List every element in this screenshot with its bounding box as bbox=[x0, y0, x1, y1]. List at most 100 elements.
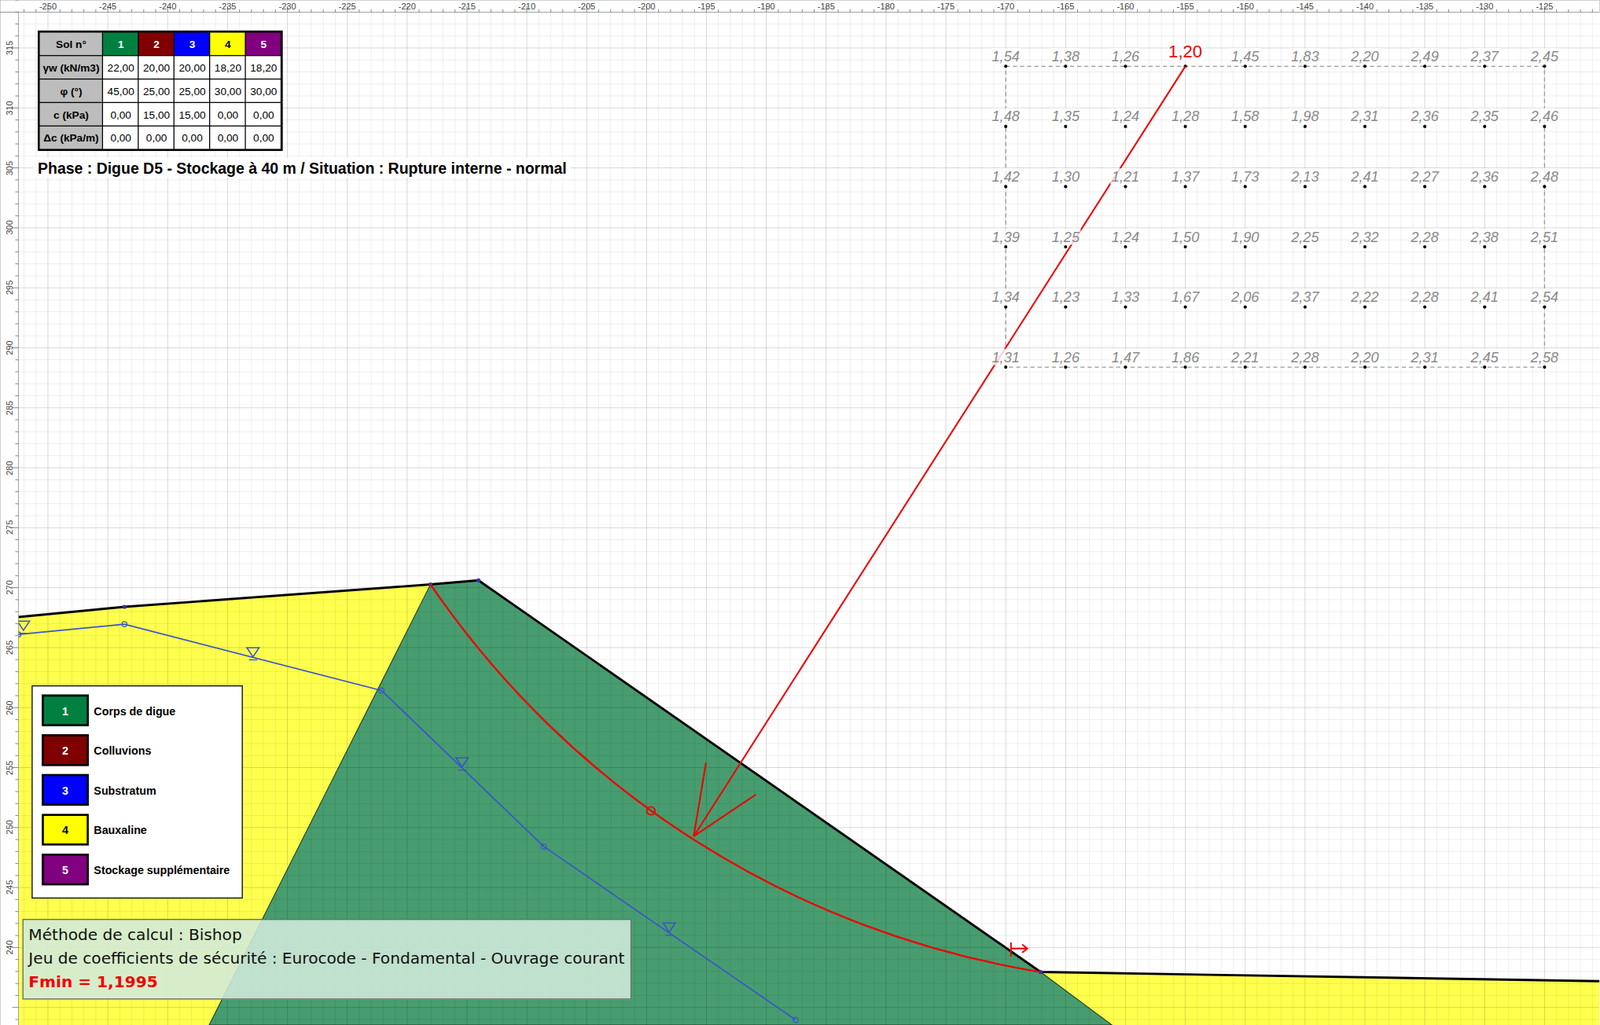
grid-center-dot bbox=[1243, 305, 1247, 309]
axis-tick bbox=[14, 119, 19, 121]
grid-center-dot bbox=[1303, 125, 1307, 129]
axis-tick bbox=[14, 359, 19, 361]
safety-factor: 2,27 bbox=[1409, 168, 1440, 185]
grid-center-dot bbox=[1243, 245, 1247, 249]
axis-tick bbox=[754, 9, 755, 13]
phase-title: Phase : Digue D5 - Stockage à 40 m / Sit… bbox=[33, 158, 571, 178]
axis-tick bbox=[191, 9, 192, 13]
legend-swatch: 5 bbox=[41, 853, 89, 886]
grid-center-dot bbox=[1542, 305, 1546, 309]
table-cell: c (kPa) bbox=[40, 102, 103, 126]
vertex-dot bbox=[122, 604, 127, 609]
table-cell: 0,00 bbox=[103, 102, 139, 126]
table-cell: 22,00 bbox=[103, 55, 139, 79]
calc-info: Méthode de calcul : Bishop bbox=[28, 924, 625, 949]
safety-factor: 2,51 bbox=[1529, 228, 1560, 246]
water-vertex bbox=[378, 687, 384, 693]
axis-tick bbox=[1113, 9, 1115, 13]
safety-factor: 1,26 bbox=[1050, 349, 1081, 366]
axis-label: -140 bbox=[1356, 0, 1374, 12]
axis-tick bbox=[275, 9, 276, 13]
axis-tick bbox=[143, 9, 144, 13]
axis-tick bbox=[14, 191, 19, 193]
axis-label: -200 bbox=[637, 0, 655, 12]
axis-tick bbox=[454, 9, 456, 13]
axis-tick bbox=[14, 911, 19, 913]
axis-tick bbox=[35, 9, 37, 13]
axis-tick bbox=[14, 323, 19, 324]
table-cell: 18,20 bbox=[246, 55, 281, 79]
grid-center-dot bbox=[1243, 125, 1247, 129]
grid-center-dot bbox=[1063, 365, 1067, 369]
axis-label: -175 bbox=[937, 0, 955, 12]
axis-tick bbox=[14, 203, 19, 205]
safety-factor: 1,35 bbox=[1050, 108, 1081, 126]
axis-tick bbox=[1053, 9, 1055, 13]
axis-label: -160 bbox=[1116, 0, 1134, 12]
axis-tick bbox=[550, 9, 552, 13]
grid-center-dot bbox=[1542, 365, 1546, 369]
grid-center-dot bbox=[1184, 245, 1188, 249]
axis-label: -185 bbox=[817, 0, 835, 12]
axis-tick bbox=[14, 563, 19, 565]
axis-tick bbox=[1173, 9, 1174, 13]
axis-tick bbox=[95, 9, 96, 13]
axis-tick bbox=[777, 9, 779, 13]
axis-tick bbox=[478, 9, 480, 13]
axis-tick bbox=[382, 9, 384, 13]
axis-tick bbox=[1077, 9, 1078, 13]
safety-factor: 1,25 bbox=[1050, 228, 1081, 246]
axis-label: -245 bbox=[99, 0, 117, 12]
safety-factor: 2,22 bbox=[1349, 288, 1380, 306]
grid-center-dot bbox=[1123, 365, 1127, 369]
safety-factor: 1,23 bbox=[1050, 288, 1081, 306]
safety-factor: 2,36 bbox=[1409, 108, 1440, 126]
water-symbol-dash bbox=[665, 934, 674, 936]
grid-center-dot bbox=[1303, 305, 1307, 309]
axis-tick bbox=[1412, 9, 1413, 13]
safety-factor: 1,24 bbox=[1110, 108, 1141, 126]
axis-tick bbox=[1580, 9, 1582, 13]
grid-center-dot bbox=[1303, 64, 1307, 68]
axis-tick bbox=[14, 23, 19, 25]
table-cell: 1 bbox=[103, 33, 139, 56]
calc-info: Jeu de coefficients de sécurité : Euroco… bbox=[28, 947, 625, 972]
axis-tick bbox=[742, 9, 743, 13]
safety-factor: 1,38 bbox=[1050, 47, 1081, 65]
axis-tick bbox=[298, 9, 300, 13]
water-vertex bbox=[793, 1017, 799, 1023]
axis-tick bbox=[1508, 9, 1509, 13]
axis-tick bbox=[1592, 9, 1593, 13]
grid-center-dot bbox=[1004, 305, 1008, 309]
legend-text: Stockage supplémentaire bbox=[93, 863, 230, 876]
axis-tick bbox=[1448, 9, 1450, 13]
axis-tick bbox=[14, 299, 19, 301]
water-symbol bbox=[17, 621, 30, 631]
grid-center-dot bbox=[1423, 365, 1427, 369]
grid-center-dot bbox=[1123, 184, 1127, 188]
axis-tick bbox=[14, 575, 19, 577]
grid-center-dot bbox=[1482, 365, 1486, 369]
safety-factor: 1,54 bbox=[990, 47, 1021, 65]
safety-factor: 2,28 bbox=[1290, 349, 1321, 366]
table-cell: φ (°) bbox=[40, 79, 103, 103]
axis-tick bbox=[1567, 9, 1569, 13]
limit-marker bbox=[1011, 942, 1028, 957]
axis-tick bbox=[957, 9, 959, 13]
axis-label: 270 bbox=[3, 580, 15, 595]
axis-tick bbox=[14, 503, 19, 504]
safety-factor: 1,73 bbox=[1230, 168, 1261, 185]
axis-label: 250 bbox=[3, 820, 15, 835]
safety-factor: 2,49 bbox=[1409, 47, 1440, 65]
axis-label: -165 bbox=[1056, 0, 1075, 12]
axis-tick bbox=[14, 635, 19, 637]
water-symbol-dash bbox=[458, 769, 467, 771]
axis-label: 260 bbox=[3, 700, 15, 715]
grid-center-dot bbox=[1542, 125, 1546, 129]
safety-factor: 1,26 bbox=[1110, 47, 1141, 65]
axis-tick bbox=[14, 515, 19, 517]
axis-tick bbox=[14, 803, 19, 805]
force-arrow bbox=[693, 763, 707, 837]
table-cell: 15,00 bbox=[139, 102, 174, 126]
axis-tick bbox=[14, 539, 19, 541]
